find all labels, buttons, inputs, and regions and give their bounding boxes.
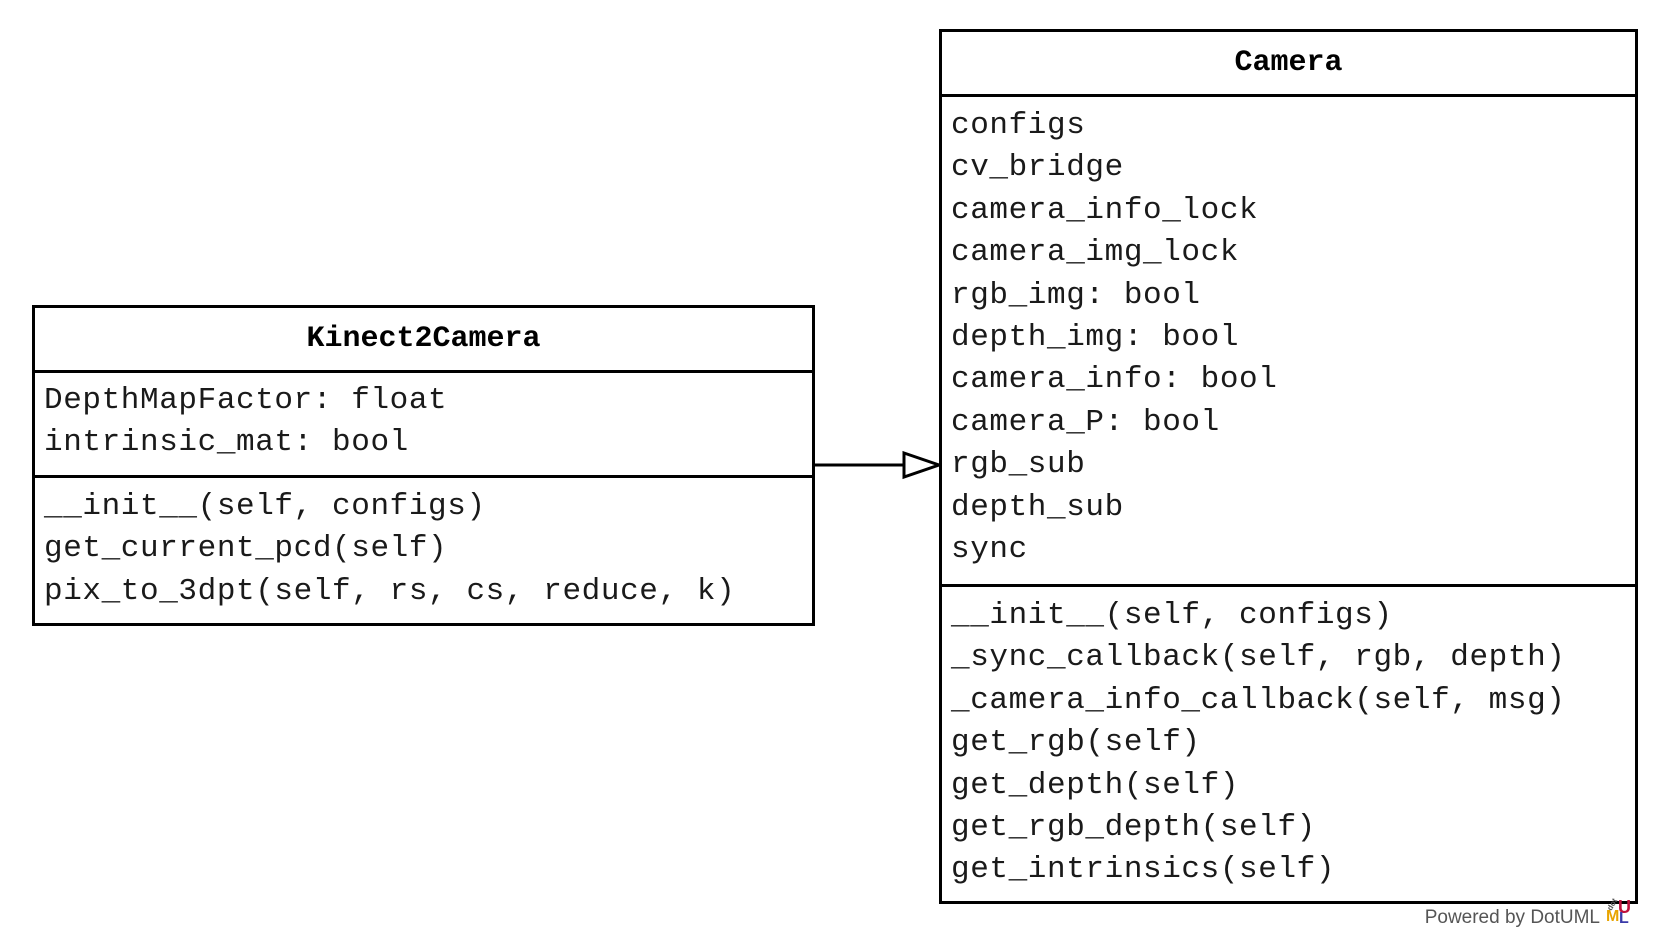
method: get_current_pcd(self) — [44, 531, 448, 567]
powered-by-text: Powered by DotUML — [1424, 907, 1600, 928]
generalization-arrowhead — [902, 450, 944, 480]
method: get_rgb(self) — [951, 725, 1201, 761]
method: _sync_callback(self, rgb, depth) — [951, 640, 1566, 676]
method: _camera_info_callback(self, msg) — [951, 682, 1566, 718]
logo-letter-m: M — [1606, 908, 1620, 925]
methods-section: __init__(self, configs) _sync_callback(s… — [942, 587, 1635, 892]
method: __init__(self, configs) — [951, 598, 1393, 633]
attribute: cv_bridge — [951, 150, 1124, 186]
attribute: depth_sub — [951, 489, 1124, 525]
attributes-section: DepthMapFactor: float intrinsic_mat: boo… — [35, 373, 812, 478]
dotuml-logo-icon: dot U M L — [1604, 897, 1634, 929]
attribute: camera_img_lock — [951, 235, 1240, 271]
methods-section: __init__(self, configs) get_current_pcd(… — [35, 478, 812, 613]
class-camera[interactable]: Camera configs cv_bridge camera_info_loc… — [939, 29, 1638, 904]
method: get_rgb_depth(self) — [951, 809, 1316, 845]
class-name: Camera — [942, 32, 1635, 97]
attribute: camera_info: bool — [951, 362, 1278, 398]
attribute: camera_P: bool — [951, 404, 1220, 440]
attribute: DepthMapFactor: float — [44, 383, 448, 418]
attribute: depth_img: bool — [951, 319, 1240, 355]
attributes-section: configs cv_bridge camera_info_lock camer… — [942, 97, 1635, 587]
attribute: configs — [951, 108, 1086, 143]
method: pix_to_3dpt(self, rs, cs, reduce, k) — [44, 573, 736, 609]
attribute: rgb_sub — [951, 447, 1086, 483]
logo-letter-u: U — [1618, 897, 1631, 917]
attribute: sync — [951, 531, 1028, 567]
method: __init__(self, configs) — [44, 489, 486, 524]
attribute: intrinsic_mat: bool — [44, 425, 409, 461]
attribute: camera_info_lock — [951, 192, 1259, 228]
class-name: Kinect2Camera — [35, 308, 812, 373]
method: get_depth(self) — [951, 767, 1240, 803]
method: get_intrinsics(self) — [951, 852, 1336, 888]
logo-letter-l: L — [1619, 910, 1629, 927]
powered-by-footer: Powered by DotUML dot U M L — [1424, 897, 1634, 929]
class-kinect2camera[interactable]: Kinect2Camera DepthMapFactor: float intr… — [32, 305, 815, 626]
attribute: rgb_img: bool — [951, 277, 1201, 313]
